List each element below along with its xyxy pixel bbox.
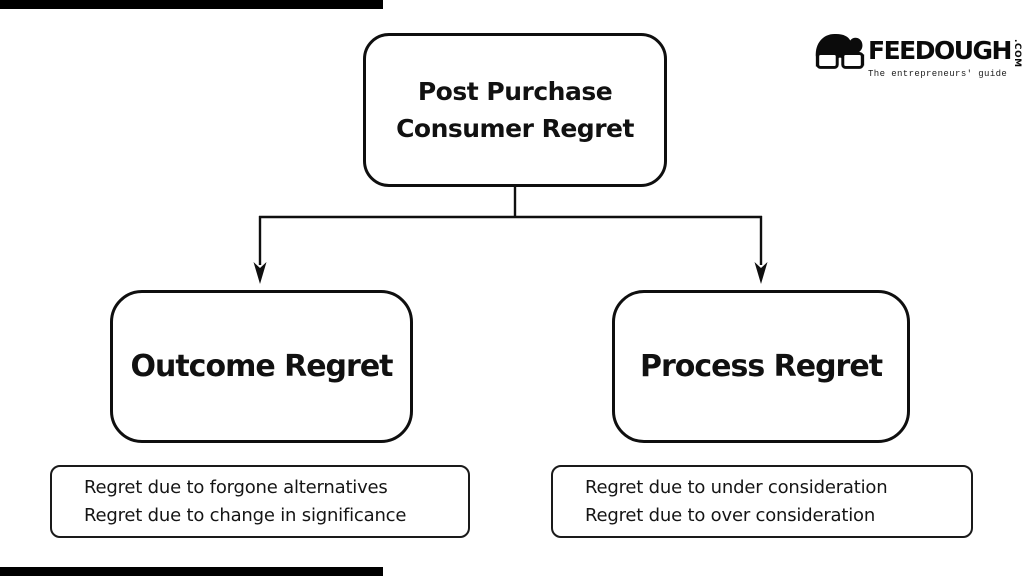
root-node-label: Post Purchase Consumer Regret [396, 77, 634, 143]
logo-tagline-text: The entrepreneurs' guide [868, 68, 1008, 79]
outcome-regret-detail-box: Regret due to forgone alternatives Regre… [50, 465, 470, 538]
node-label: Outcome Regret [130, 349, 393, 384]
tree-connector-path [258, 185, 763, 265]
logo-tld-text: .COM [1011, 39, 1022, 68]
detail-line: Regret due to over consideration [585, 504, 876, 526]
logo-face-glasses-icon [815, 33, 865, 69]
detail-line: Regret due to change in significance [84, 504, 407, 526]
top-edge-bar [0, 0, 383, 9]
node-process-regret: Process Regret [612, 290, 910, 443]
node-label: Process Regret [639, 349, 883, 384]
root-node-post-purchase-consumer-regret: Post Purchase Consumer Regret [363, 33, 667, 187]
feedough-logo: FEEDOUGH .COM The entrepreneurs' guide [814, 29, 1022, 79]
logo-brand-text: FEEDOUGH [868, 36, 1012, 65]
process-regret-detail-box: Regret due to under consideration Regret… [551, 465, 973, 538]
arrow-down-icon [253, 262, 267, 284]
node-outcome-regret: Outcome Regret [110, 290, 413, 443]
detail-line: Regret due to under consideration [585, 476, 888, 498]
bottom-edge-bar [0, 567, 383, 576]
arrow-down-icon [754, 262, 768, 284]
detail-line: Regret due to forgone alternatives [84, 476, 388, 498]
